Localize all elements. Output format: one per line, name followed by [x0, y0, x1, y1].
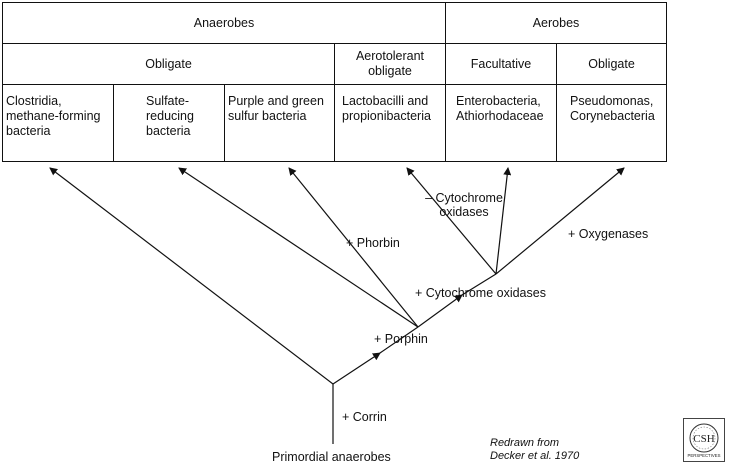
- credit-line-1: Redrawn from: [490, 437, 560, 449]
- organism-clostridia: Clostridia, methane-forming bacteria: [2, 84, 114, 162]
- organism-purple-green-label: Purple and green sulfur bacteria: [228, 94, 324, 123]
- csh-perspectives-logo: CSH PERSPECTIVES: [683, 418, 725, 462]
- header-anaerobes-label: Anaerobes: [193, 15, 255, 30]
- stem-cytochrome: [461, 273, 497, 296]
- label-corrin: + Corrin: [342, 410, 387, 424]
- subheader-aerotolerant-label: Aerotolerant obligate: [355, 49, 425, 78]
- organism-enterobacteria-label: Enterobacteria, Athiorhodaceae: [456, 94, 544, 123]
- label-root: Primordial anaerobes: [272, 450, 391, 464]
- organism-clostridia-label: Clostridia, methane-forming bacteria: [6, 94, 101, 138]
- subheader-obligate-aerobes-label: Obligate: [588, 56, 635, 71]
- svg-text:CSH: CSH: [693, 433, 714, 445]
- branch-to-pseudomonas: [495, 167, 625, 275]
- label-cytochrome-oxidases: + Cytochrome oxidases: [415, 286, 546, 300]
- header-anaerobes: Anaerobes: [2, 2, 446, 44]
- label-porphin: + Porphin: [374, 332, 428, 346]
- stem-porphin: [379, 326, 419, 354]
- subheader-facultative-label: Facultative: [470, 56, 532, 71]
- organism-pseudomonas-label: Pseudomonas, Corynebacteria: [570, 94, 655, 123]
- label-minus-cytochrome: – Cytochrome oxidases: [425, 191, 503, 219]
- branch-to-purple-green: [288, 167, 419, 328]
- branch-to-enterobacteria: [495, 167, 512, 275]
- label-oxygenases: + Oxygenases: [568, 227, 649, 241]
- subheader-facultative: Facultative: [445, 43, 557, 85]
- branch-to-lactobacilli: [406, 167, 497, 275]
- subheader-obligate-aerobes: Obligate: [556, 43, 667, 85]
- label-phorbin: + Phorbin: [346, 236, 400, 250]
- branch-to-sulfate: [178, 167, 419, 328]
- organism-lactobacilli-label: Lactobacilli and propionibacteria: [342, 94, 431, 123]
- branch-to-clostridia: [49, 167, 334, 385]
- header-aerobes-label: Aerobes: [532, 15, 580, 30]
- credit-line-2: Decker et al. 1970: [490, 450, 580, 462]
- organism-lactobacilli: Lactobacilli and propionibacteria: [334, 84, 446, 162]
- branch-to-cytochrome: [417, 294, 463, 328]
- organism-purple-green: Purple and green sulfur bacteria: [224, 84, 335, 162]
- svg-text:PERSPECTIVES: PERSPECTIVES: [688, 453, 721, 458]
- subheader-obligate-anaerobes: Obligate: [2, 43, 335, 85]
- subheader-obligate-anaerobes-label: Obligate: [145, 56, 192, 71]
- organism-enterobacteria: Enterobacteria, Athiorhodaceae: [445, 84, 557, 162]
- organism-pseudomonas: Pseudomonas, Corynebacteria: [556, 84, 667, 162]
- logo-icon: CSH PERSPECTIVES: [688, 423, 721, 458]
- branch-to-porphin-node: [332, 352, 381, 385]
- organism-sulfate-label: Sulfate-reducing bacteria: [146, 94, 194, 138]
